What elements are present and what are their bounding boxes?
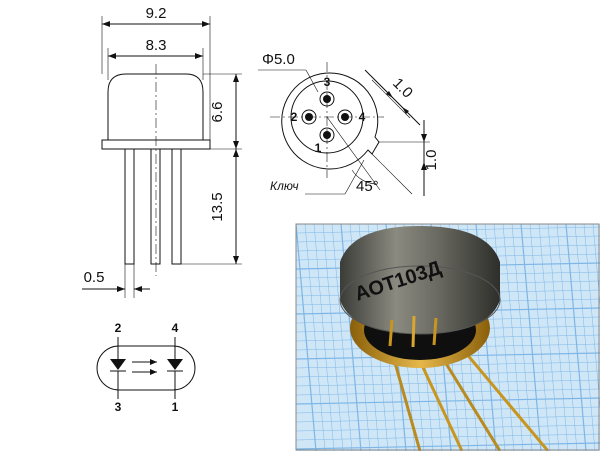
grid-line-v <box>520 224 542 451</box>
grid-line-h <box>296 424 600 432</box>
bottom-pin-3 <box>323 95 331 103</box>
grid-line-v <box>313 224 335 451</box>
grid-line-v <box>322 224 344 451</box>
transistor-body <box>107 73 204 141</box>
led-symbol <box>110 359 126 370</box>
schematic-pin-4: 4 <box>172 321 179 335</box>
grid-line-h <box>296 370 600 378</box>
grid-line-v <box>547 224 569 451</box>
schematic-pin-1: 1 <box>172 400 179 414</box>
grid-line-h <box>296 397 600 405</box>
lead-left <box>124 148 135 265</box>
package-outline <box>281 72 380 170</box>
grid-line-v <box>538 224 560 451</box>
grid-line-v <box>529 224 551 451</box>
bottom-pin-1 <box>323 131 331 139</box>
grid-line-v <box>583 224 600 409</box>
photo-metal-can <box>340 226 500 334</box>
schematic-pin-2: 2 <box>115 321 122 335</box>
dim-key-2: 1.0 <box>423 150 440 171</box>
pin-label-4: 4 <box>359 110 366 124</box>
schematic-package <box>96 345 196 391</box>
grid-line-v <box>556 224 578 451</box>
grid-line-h <box>296 433 600 441</box>
dim-diameter: Φ5.0 <box>262 51 295 68</box>
key-angle: 45° <box>356 178 379 195</box>
grid-line-h <box>296 442 600 450</box>
grid-line-v <box>511 224 533 451</box>
grid-line-v <box>574 224 596 451</box>
bottom-pin-2 <box>305 113 313 121</box>
dim-body-height: 6.6 <box>209 102 226 123</box>
package-inner-ring <box>290 80 364 154</box>
grid-line-v <box>502 224 524 451</box>
grid-line-v <box>592 224 600 307</box>
grid-line-v <box>296 224 317 451</box>
dim-lead-length: 13.5 <box>209 192 226 221</box>
bottom-view: 3 2 4 1 Φ5.0 1.0 1.0 45° Ключ <box>258 51 440 196</box>
side-view: 9.2 8.3 6.6 13.5 <box>82 5 242 298</box>
schematic-symbol: 2 4 3 1 <box>96 321 196 414</box>
lead-middle <box>150 148 161 265</box>
grid-line-h <box>296 224 327 225</box>
grid-line-v <box>304 224 326 451</box>
product-photo: АОТ103Д <box>296 224 600 451</box>
photodiode-symbol <box>167 359 183 370</box>
grid-line-v <box>565 224 587 451</box>
grid-line-h <box>296 379 600 387</box>
dim-body-width: 8.3 <box>146 37 167 54</box>
schematic-pin-3: 3 <box>115 400 122 414</box>
pin-label-2: 2 <box>291 110 298 124</box>
photo-frame <box>295 223 600 451</box>
lead-right <box>171 148 182 265</box>
grid-line-h <box>296 388 600 396</box>
key-label: Ключ <box>270 179 299 193</box>
dim-lead-diameter: 0.5 <box>84 269 105 286</box>
bottom-pin-4 <box>341 113 349 121</box>
pin-label-1: 1 <box>315 141 322 155</box>
grid-line-v <box>331 224 353 451</box>
dim-total-width: 9.2 <box>146 5 167 22</box>
pin-label-3: 3 <box>324 75 331 89</box>
grid-line-h <box>296 406 600 414</box>
